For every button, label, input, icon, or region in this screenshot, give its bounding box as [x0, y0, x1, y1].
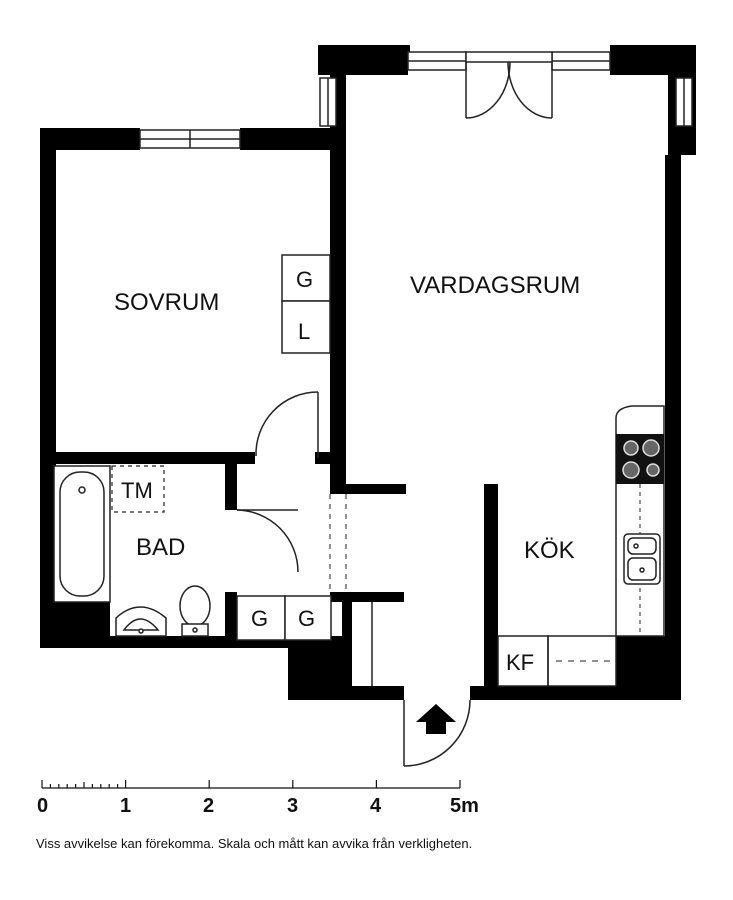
windows [139, 51, 693, 149]
hall-dashed-lines [329, 494, 347, 592]
entrance-arrow-icon [416, 704, 456, 734]
stove-icon [616, 434, 664, 484]
scale-label-0: 0 [37, 795, 48, 817]
wardrobe-l-label: L [298, 319, 310, 344]
scale-label-4: 4 [370, 795, 382, 817]
room-label-sovrum: SOVRUM [114, 289, 219, 316]
hall-g2-label: G [298, 606, 315, 631]
hall-g1-label: G [251, 606, 268, 631]
balcony-door [465, 51, 553, 119]
scale-label-3: 3 [287, 795, 298, 817]
toilet-icon [179, 585, 211, 637]
floor-plan: G L TM G G [37, 45, 696, 817]
disclaimer-text: Viss avvikelse kan förekomma. Skala och … [36, 836, 473, 851]
scale-bar [41, 780, 461, 789]
walls [40, 45, 696, 700]
tm-washer [111, 465, 165, 513]
room-label-kok: KÖK [524, 537, 575, 564]
tm-label: TM [121, 478, 153, 503]
bathroom-door [236, 509, 299, 573]
entrance-door [403, 699, 471, 767]
bathtub-icon [53, 465, 111, 603]
bedroom-door [255, 391, 319, 458]
wardrobe-g-label: G [296, 267, 313, 292]
room-label-bad: BAD [136, 534, 185, 561]
room-label-vardagsrum: VARDAGSRUM [410, 272, 580, 299]
sink-icon [623, 533, 661, 585]
bedroom-wardrobes [281, 254, 331, 354]
washbasin-icon [115, 606, 167, 637]
scale-label-1: 1 [120, 795, 131, 817]
hall-wardrobes [236, 595, 332, 641]
kf-fridge [497, 635, 617, 687]
scale-label-2: 2 [203, 795, 214, 817]
scale-label-5m: 5m [450, 795, 479, 817]
kf-label: KF [506, 650, 534, 675]
